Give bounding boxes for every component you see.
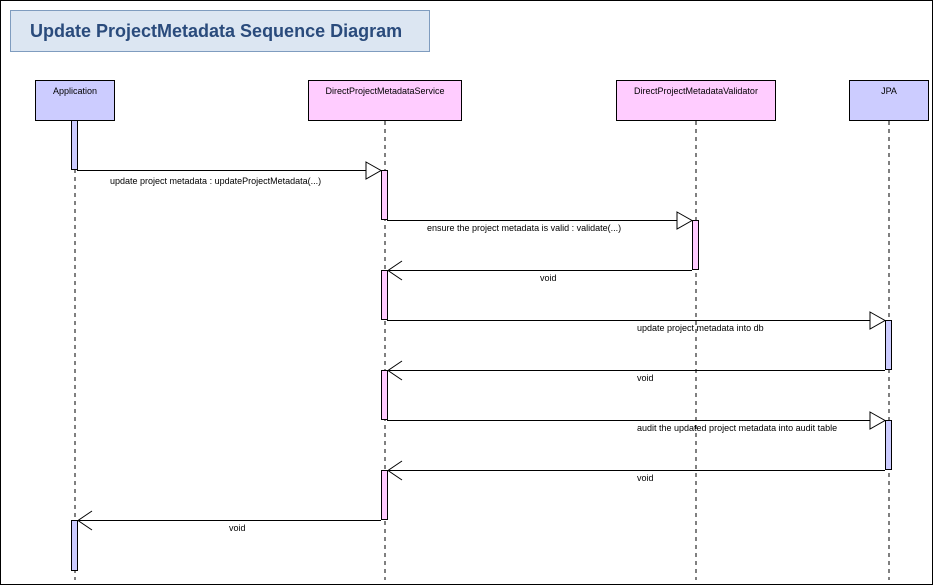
activation-bar-jpa-1 bbox=[885, 320, 892, 370]
message-1: update project metadata : updateProjectM… bbox=[77, 161, 383, 186]
message-7: void bbox=[387, 460, 885, 483]
message-3-label: void bbox=[540, 273, 557, 283]
activation-bar-svc-4 bbox=[381, 470, 388, 520]
lifeline-head-app: Application bbox=[35, 80, 115, 121]
lifeline-head-val: DirectProjectMetadataValidator bbox=[616, 80, 776, 121]
activation-bar-app-2 bbox=[71, 520, 78, 571]
message-6-label: audit the updated project metadata into … bbox=[637, 423, 837, 433]
message-8-arrowhead bbox=[77, 510, 93, 531]
message-2: ensure the project metadata is valid : v… bbox=[387, 211, 694, 233]
message-1-label: update project metadata : updateProjectM… bbox=[110, 176, 321, 186]
message-1-arrowhead bbox=[365, 161, 383, 180]
activation-bar-svc-2 bbox=[381, 270, 388, 320]
message-7-label: void bbox=[637, 473, 654, 483]
message-8: void bbox=[77, 510, 381, 533]
lifeline-box-jpa bbox=[849, 80, 929, 121]
message-7-arrowhead bbox=[387, 460, 403, 481]
message-2-arrowhead bbox=[676, 211, 694, 230]
message-6-arrowhead bbox=[869, 411, 887, 430]
activation-bar-svc-1 bbox=[381, 170, 388, 220]
message-5-label: void bbox=[637, 373, 654, 383]
lifeline-label-val: DirectProjectMetadataValidator bbox=[634, 86, 758, 96]
diagram-title: Update ProjectMetadata Sequence Diagram bbox=[30, 21, 402, 41]
message-6: audit the updated project metadata into … bbox=[387, 411, 887, 433]
lifeline-box-app bbox=[35, 80, 115, 121]
message-5-arrowhead bbox=[387, 360, 403, 381]
lifeline-label-svc: DirectProjectMetadataService bbox=[325, 86, 444, 96]
message-4-arrowhead bbox=[869, 311, 887, 330]
message-4: update project metadata into db bbox=[387, 311, 887, 333]
message-3: void bbox=[387, 260, 692, 283]
title-box-background bbox=[10, 10, 430, 52]
lifeline-head-jpa: JPA bbox=[849, 80, 929, 121]
lifeline-label-app: Application bbox=[53, 86, 97, 96]
activation-bar-val-1 bbox=[692, 220, 699, 270]
activation-bar-jpa-2 bbox=[885, 420, 892, 470]
message-5: void bbox=[387, 360, 885, 383]
message-3-arrowhead bbox=[387, 260, 403, 281]
lifeline-box-svc bbox=[308, 80, 462, 121]
lifeline-label-jpa: JPA bbox=[881, 86, 897, 96]
message-2-label: ensure the project metadata is valid : v… bbox=[427, 223, 621, 233]
message-4-label: update project metadata into db bbox=[637, 323, 764, 333]
lifeline-head-svc: DirectProjectMetadataService bbox=[308, 80, 462, 121]
message-8-label: void bbox=[229, 523, 246, 533]
title-box: Update ProjectMetadata Sequence Diagram bbox=[10, 10, 430, 52]
activation-bar-svc-3 bbox=[381, 370, 388, 420]
activation-bar-app-1 bbox=[71, 120, 78, 170]
lifeline-box-val bbox=[616, 80, 776, 121]
